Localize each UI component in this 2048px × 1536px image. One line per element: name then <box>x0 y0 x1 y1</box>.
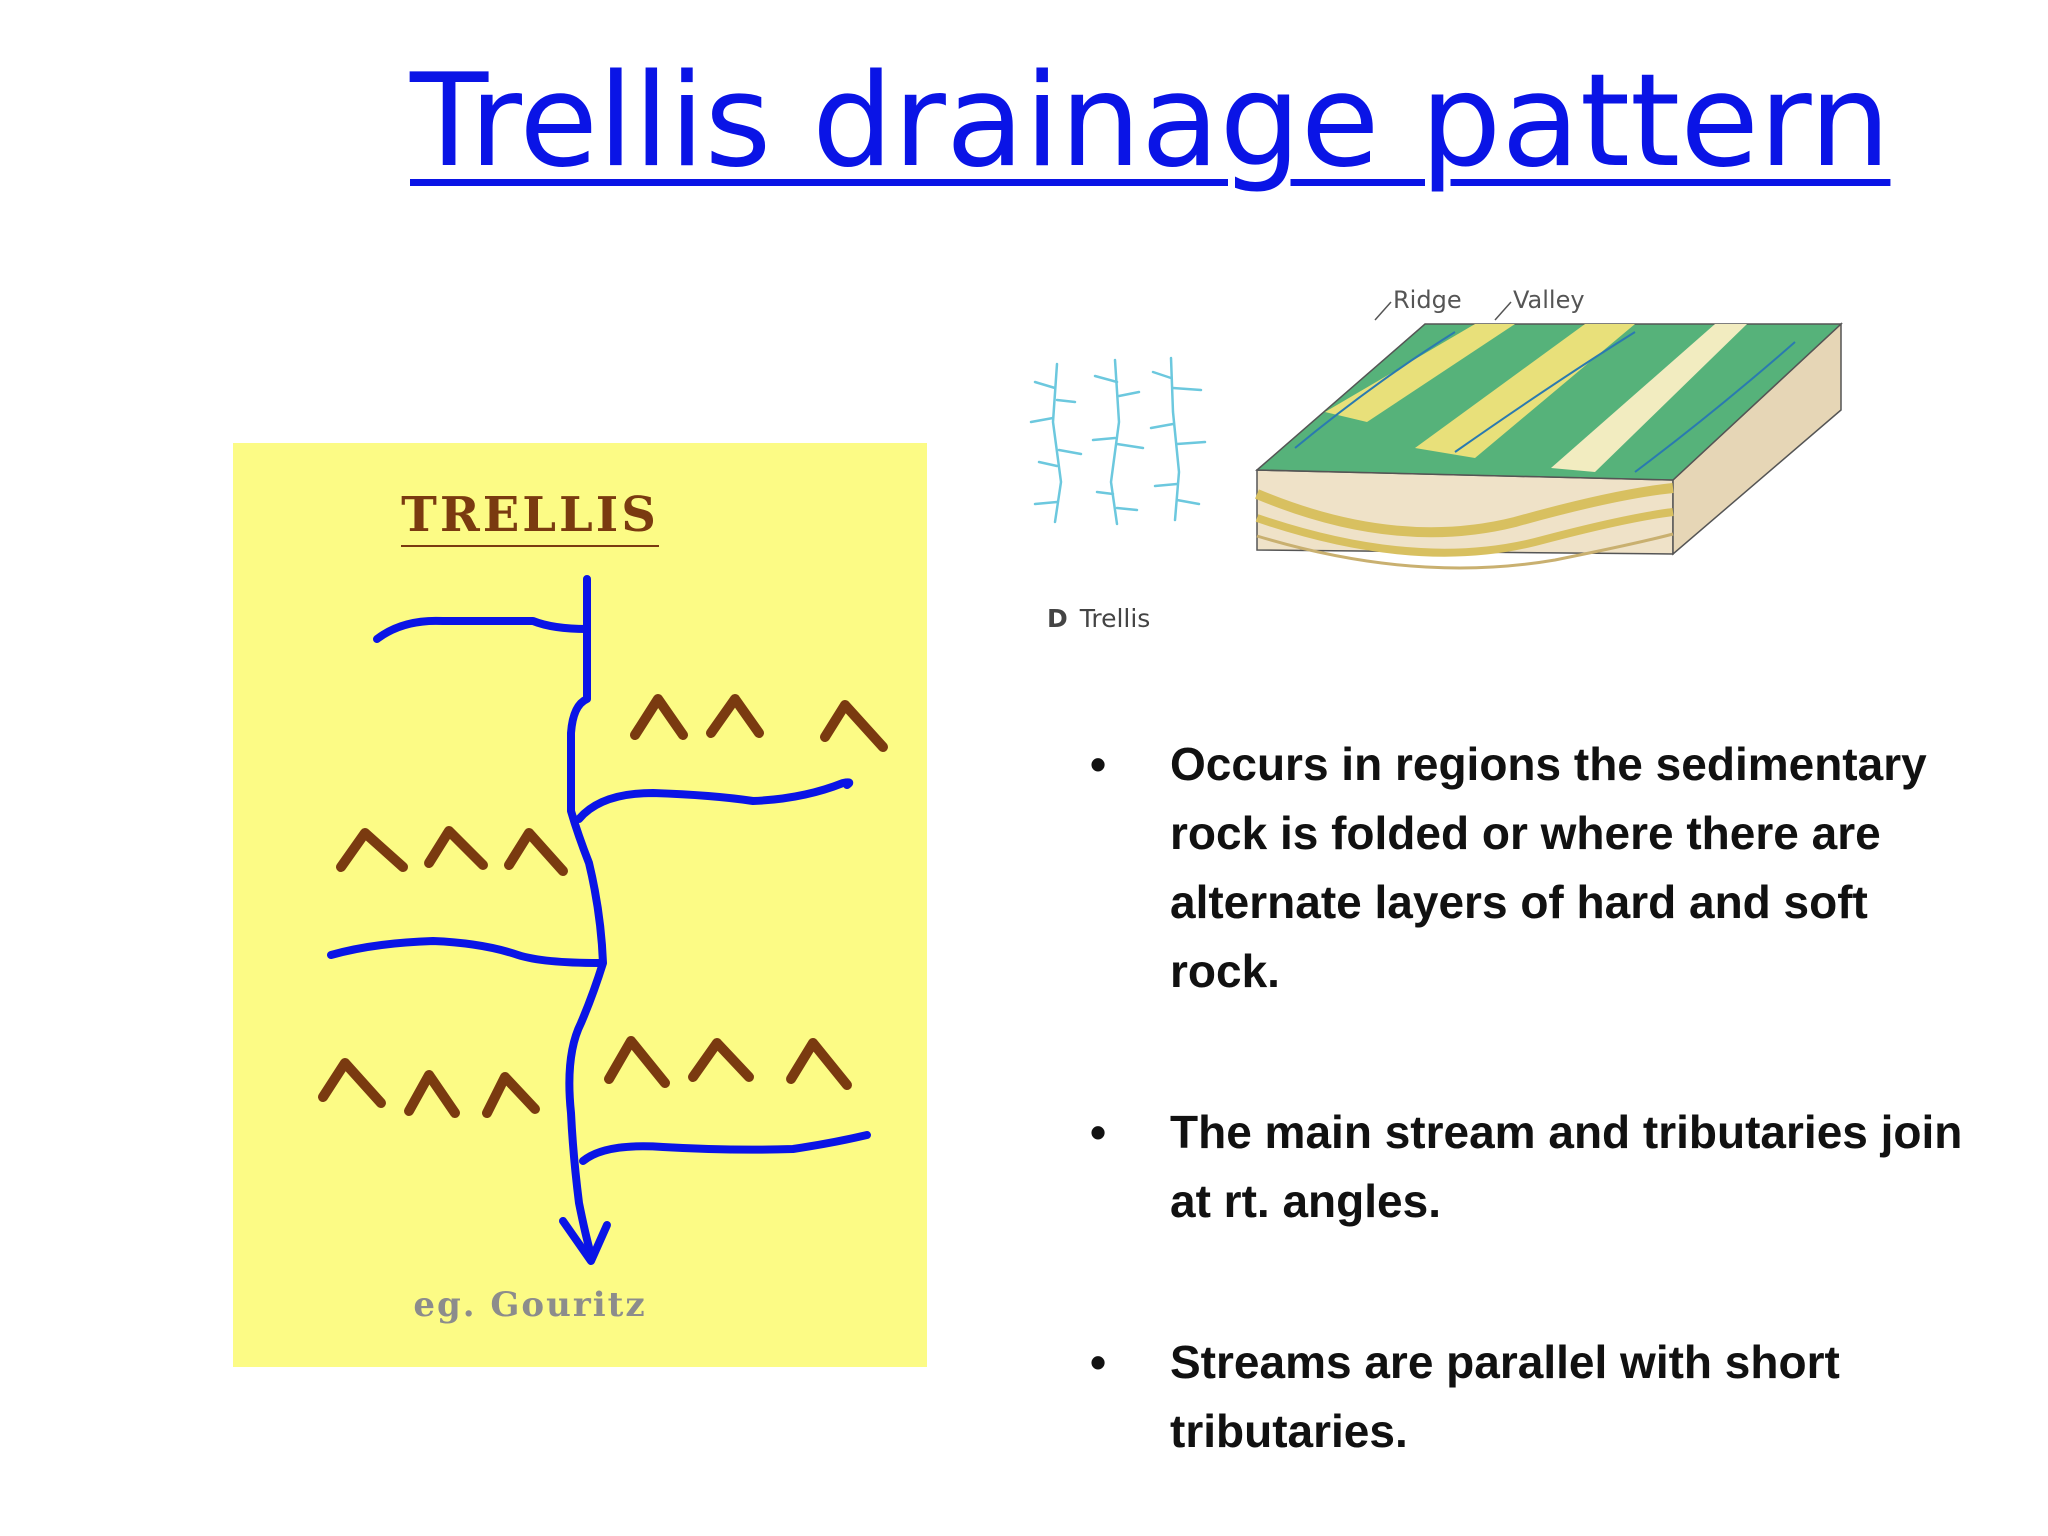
flow-arrow <box>559 1217 611 1265</box>
tributary-2 <box>575 778 854 823</box>
bullet-item: • Occurs in regions the sedimentary rock… <box>1090 730 1990 1006</box>
bullet-list: • Occurs in regions the sedimentary rock… <box>1090 730 1990 1536</box>
ridge-mark <box>482 1072 540 1118</box>
ridge-label: Ridge <box>1393 286 1462 314</box>
bullet-item: • Streams are parallel with short tribut… <box>1090 1328 1990 1466</box>
bullet-text: Streams are parallel with short tributar… <box>1170 1336 1840 1457</box>
ridge-mark <box>318 1058 386 1108</box>
slide-title[interactable]: Trellis drainage pattern <box>410 47 1891 196</box>
tributary-3 <box>327 937 603 967</box>
bullet-item: • The main stream and tributaries join a… <box>1090 1098 1990 1236</box>
plan-view-map <box>1029 356 1207 526</box>
ridge-mark <box>604 1036 670 1088</box>
bullet-dot: • <box>1090 1336 1107 1388</box>
bullet-dot: • <box>1090 738 1107 790</box>
ridge-mark <box>688 1038 754 1082</box>
ridge-mark <box>404 1070 460 1118</box>
bullet-text: The main stream and tributaries join at … <box>1170 1106 1963 1227</box>
tributary-1 <box>373 616 591 643</box>
bullet-text: Occurs in regions the sedimentary rock i… <box>1170 738 1927 997</box>
sketch-caption: eg. Gouritz <box>413 1285 647 1325</box>
bullet-dot: • <box>1090 1106 1107 1158</box>
valley-label: Valley <box>1513 286 1585 314</box>
ridge-mark <box>630 694 688 740</box>
block-diagram-figure <box>1029 301 1843 570</box>
ridge-mark <box>786 1038 852 1090</box>
ridge-mark <box>706 694 764 738</box>
ridge-mark <box>820 700 888 752</box>
ridge-mark <box>424 826 488 870</box>
tributary-4 <box>579 1131 871 1165</box>
sketch-heading: TRELLIS <box>233 487 827 547</box>
ridge-mark <box>336 828 408 872</box>
trellis-sketch-drawing <box>318 575 888 1265</box>
main-stream <box>565 575 607 1259</box>
ridge-mark <box>504 828 568 876</box>
trellis-sketch-panel: TRELLIS eg. Gouritz <box>233 443 927 1367</box>
